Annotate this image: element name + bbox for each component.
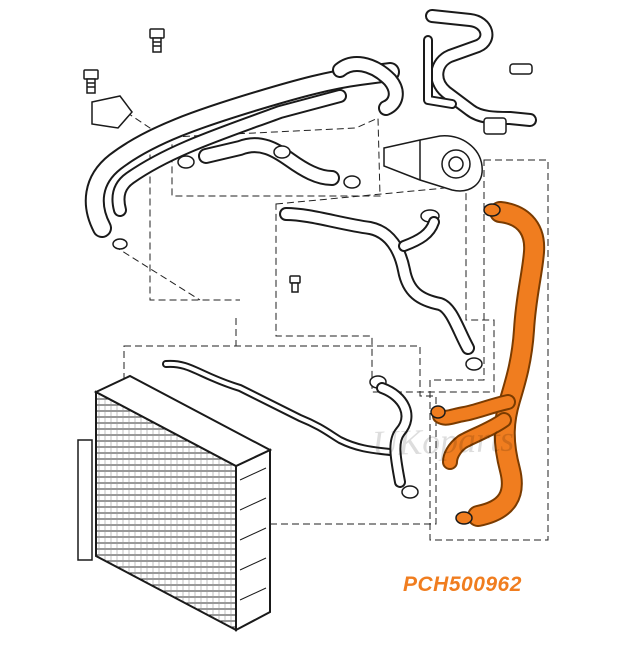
middle-callout-hose (279, 207, 475, 355)
radiator (77, 374, 273, 632)
thermostat-housing (383, 135, 483, 192)
bolt-icon (289, 275, 301, 293)
upper-callout-hose (198, 137, 340, 186)
leader-line-3 (113, 245, 201, 301)
hose-clamp-icon (112, 145, 483, 499)
part-number-label: PCH500962 (403, 573, 522, 596)
callout-frame-middle (275, 185, 495, 393)
upper-hose-assembly (84, 56, 404, 238)
bolt-icon (149, 28, 165, 53)
bypass-hose (423, 9, 537, 127)
watermark: UKoparts (371, 418, 515, 464)
bolt-icon (83, 69, 99, 94)
callout-frame-upper (171, 117, 381, 197)
highlighted-coolant-hose (432, 201, 546, 527)
orange-hose-clamp-icon (430, 203, 501, 525)
lower-callout-pipe (162, 359, 413, 488)
radiator-side-tank (77, 439, 93, 561)
callout-frame-right (429, 159, 549, 541)
connector-icon (483, 63, 533, 135)
mounting-bracket (91, 95, 133, 129)
